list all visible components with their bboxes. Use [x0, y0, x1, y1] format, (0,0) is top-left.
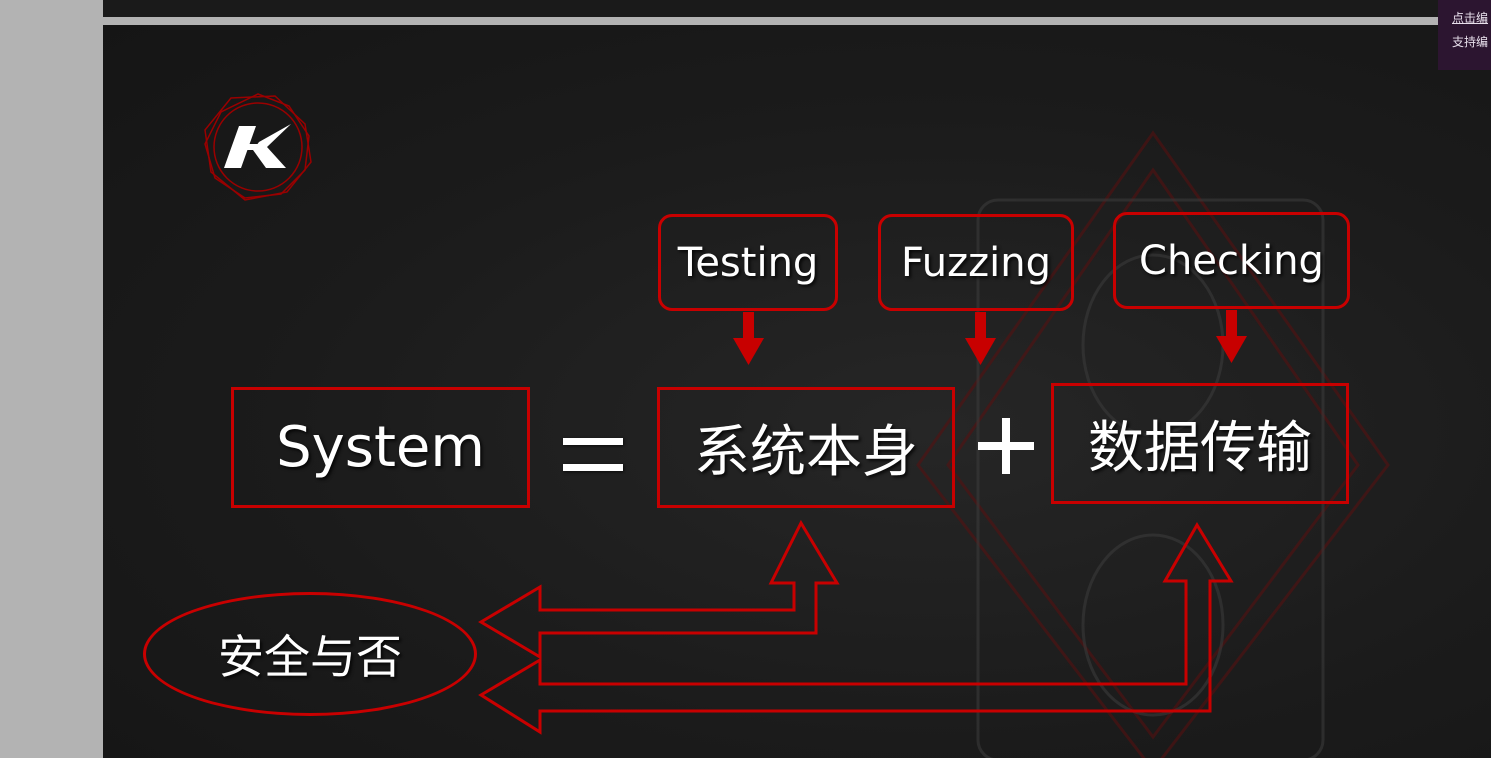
edit-notice-panel[interactable]: 点击编 支持编: [1438, 0, 1491, 70]
slide-canvas[interactable]: Testing Fuzzing Checking System 系统本身 数据传…: [103, 25, 1491, 758]
k-logo-icon: [204, 93, 312, 201]
system-itself-box[interactable]: 系统本身: [657, 387, 955, 508]
data-transfer-box[interactable]: 数据传输: [1051, 383, 1349, 504]
up-arrow-icon: [478, 519, 840, 660]
system-box[interactable]: System: [231, 387, 530, 508]
flow-arrows: [478, 310, 1247, 735]
plus-sign-icon: [978, 418, 1034, 474]
equals-sign-icon: [563, 428, 627, 476]
down-arrow-icon: [733, 310, 1247, 365]
fuzzing-box[interactable]: Fuzzing: [878, 214, 1074, 311]
data-transfer-label: 数据传输: [1088, 416, 1312, 481]
card-watermark-icon: [916, 130, 1390, 758]
system-itself-label: 系统本身: [694, 420, 918, 485]
checking-box[interactable]: Checking: [1113, 212, 1350, 309]
fuzzing-label: Fuzzing: [900, 239, 1052, 286]
safety-result-ellipse[interactable]: 安全与否: [143, 592, 477, 716]
testing-label: Testing: [677, 239, 819, 286]
notice-line-2: 支持编: [1452, 35, 1489, 49]
left-arrow-icon: [478, 522, 1234, 735]
notice-line-1: 点击编: [1452, 11, 1489, 25]
testing-box[interactable]: Testing: [658, 214, 838, 311]
system-label: System: [276, 415, 485, 480]
checking-label: Checking: [1139, 237, 1324, 284]
previous-slide-edge[interactable]: [103, 0, 1491, 17]
safety-result-label: 安全与否: [218, 630, 402, 684]
